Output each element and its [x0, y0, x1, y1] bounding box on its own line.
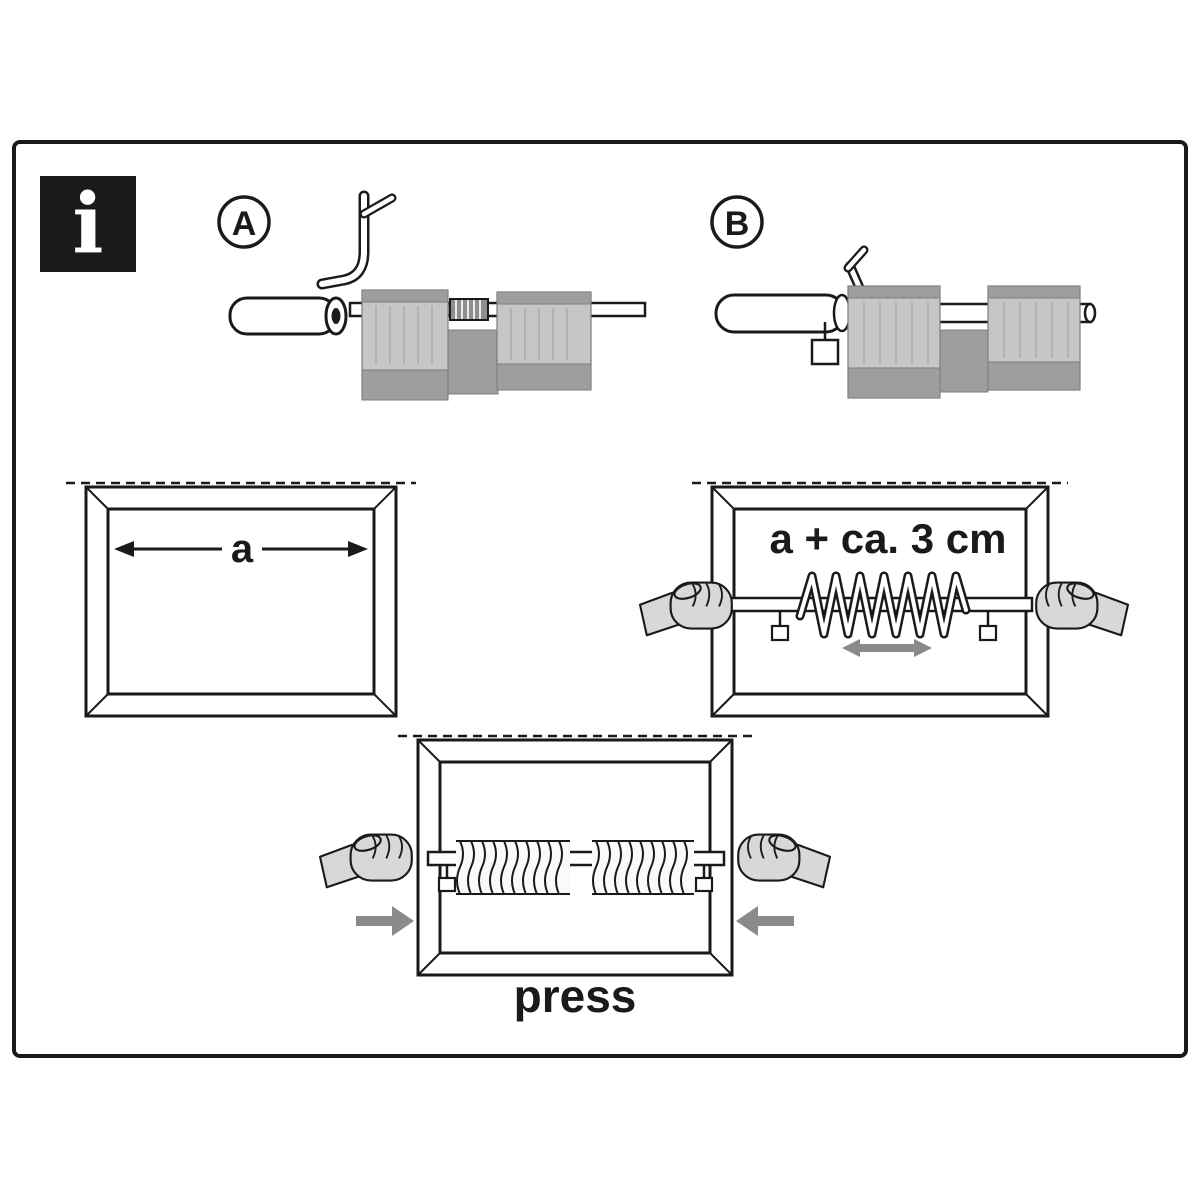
info-icon-box — [40, 176, 136, 272]
extension-label: a + ca. 3 cm — [769, 515, 1006, 562]
info-icon: i — [40, 176, 136, 272]
rod-end-cap — [228, 296, 348, 336]
assembly-b-illustration — [714, 245, 1097, 399]
curtain-panel — [987, 285, 1081, 391]
assembly-a-illustration — [228, 190, 647, 401]
press-left-arrow — [356, 906, 414, 936]
press-label: press — [514, 970, 637, 1022]
curtain-panel — [361, 289, 449, 401]
frame-bevels — [85, 486, 397, 717]
width-label: a — [231, 527, 254, 571]
outer-tube — [714, 293, 852, 334]
curtain-panel — [847, 285, 941, 399]
width-arrow: a — [114, 527, 368, 571]
step-b-marker: B — [710, 195, 764, 249]
shirred-curtain — [456, 840, 570, 896]
spring-coil — [795, 571, 971, 639]
expand-arrow — [842, 639, 932, 657]
curtain-gap-fabric — [939, 329, 989, 393]
rod-tip — [1083, 302, 1097, 324]
frame-bevels — [417, 739, 733, 976]
arrow-left-head — [114, 541, 134, 557]
window-frame-press: press — [318, 734, 832, 1022]
curtain-hook — [770, 611, 790, 642]
curtain-hook — [437, 864, 457, 893]
clamp-block — [810, 322, 840, 366]
curtain-hook — [694, 864, 714, 893]
curtain-panel — [496, 291, 592, 391]
curtain-hook — [978, 611, 998, 642]
step-a-label: A — [232, 205, 257, 243]
step-a-marker: A — [217, 195, 271, 249]
step-a-circle — [217, 195, 271, 249]
arrow-right-head — [348, 541, 368, 557]
step-b-circle — [710, 195, 764, 249]
window-frame-adjust: a + ca. 3 cm — [638, 481, 1130, 718]
info-icon-glyph: i — [72, 176, 103, 272]
mount-clamp-icon — [316, 190, 397, 290]
step-b-label: B — [725, 205, 750, 243]
shirred-curtain — [592, 840, 694, 896]
curtain-gap-fabric — [447, 329, 499, 395]
frame-bevels — [711, 486, 1049, 717]
press-right-arrow — [736, 906, 794, 936]
window-frame-measure: a — [66, 481, 416, 718]
